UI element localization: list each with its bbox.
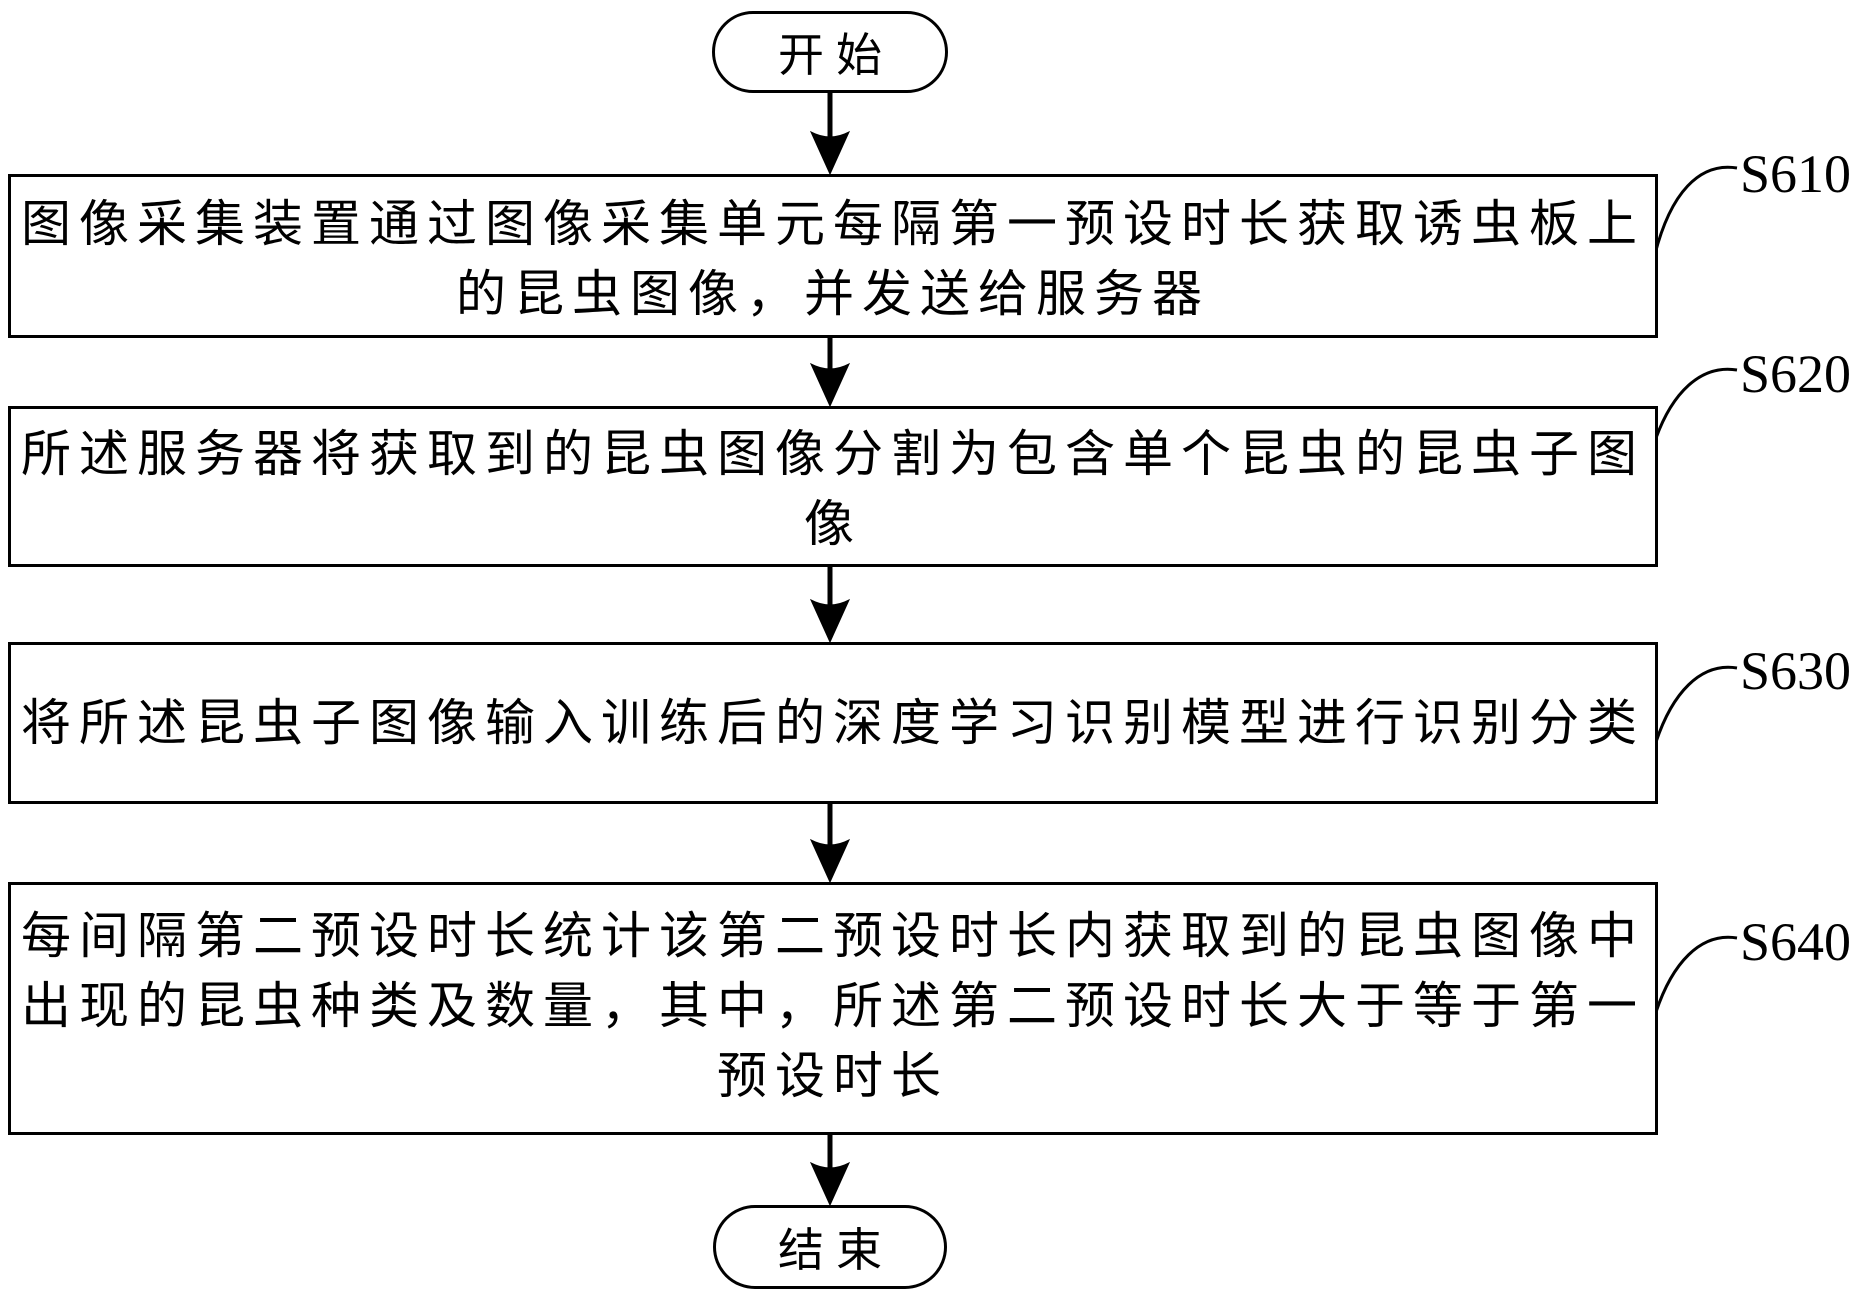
leader-line-s630 bbox=[1654, 665, 1738, 743]
flow-arrow-s640-to-end bbox=[809, 1135, 851, 1207]
step-box-s630: 将所述昆虫子图像输入训练后的深度学习识别模型进行识别分类 bbox=[8, 642, 1658, 804]
start-terminal: 开始 bbox=[712, 11, 948, 93]
step-box-s640: 每间隔第二预设时长统计该第二预设时长内获取到的昆虫图像中 出现的昆虫种类及数量，… bbox=[8, 882, 1658, 1135]
step-text-line: 的昆虫图像，并发送给服务器 bbox=[456, 266, 1210, 322]
step-text-line: 像 bbox=[804, 496, 862, 552]
leader-line-s620 bbox=[1654, 367, 1738, 439]
step-text-line: 将所述昆虫子图像输入训练后的深度学习识别模型进行识别分类 bbox=[21, 695, 1645, 751]
step-text-line: 所述服务器将获取到的昆虫图像分割为包含单个昆虫的昆虫子图 bbox=[21, 426, 1645, 482]
flow-arrow-s610-to-s620 bbox=[809, 338, 851, 408]
step-text-line: 图像采集装置通过图像采集单元每隔第一预设时长获取诱虫板上 bbox=[21, 196, 1645, 252]
end-terminal-label: 结束 bbox=[778, 1225, 894, 1276]
end-terminal: 结束 bbox=[713, 1205, 947, 1289]
leader-line-s640 bbox=[1654, 935, 1738, 1013]
step-label-s610: S610 bbox=[1740, 144, 1852, 204]
flow-arrow-start-to-s610 bbox=[809, 92, 851, 176]
step-text-line: 预设时长 bbox=[717, 1048, 949, 1104]
step-box-s610: 图像采集装置通过图像采集单元每隔第一预设时长获取诱虫板上 的昆虫图像，并发送给服… bbox=[8, 174, 1658, 338]
start-terminal-label: 开始 bbox=[778, 30, 894, 81]
step-label-s640: S640 bbox=[1740, 912, 1852, 972]
step-text-line: 每间隔第二预设时长统计该第二预设时长内获取到的昆虫图像中 bbox=[21, 908, 1645, 964]
step-label-s620: S620 bbox=[1740, 344, 1852, 404]
step-text-line: 出现的昆虫种类及数量，其中，所述第二预设时长大于等于第一 bbox=[21, 978, 1645, 1034]
step-label-s630: S630 bbox=[1740, 641, 1852, 701]
leader-line-s610 bbox=[1652, 165, 1738, 259]
flow-arrow-s620-to-s630 bbox=[809, 567, 851, 644]
step-box-s620: 所述服务器将获取到的昆虫图像分割为包含单个昆虫的昆虫子图 像 bbox=[8, 406, 1658, 567]
flow-arrow-s630-to-s640 bbox=[809, 804, 851, 884]
